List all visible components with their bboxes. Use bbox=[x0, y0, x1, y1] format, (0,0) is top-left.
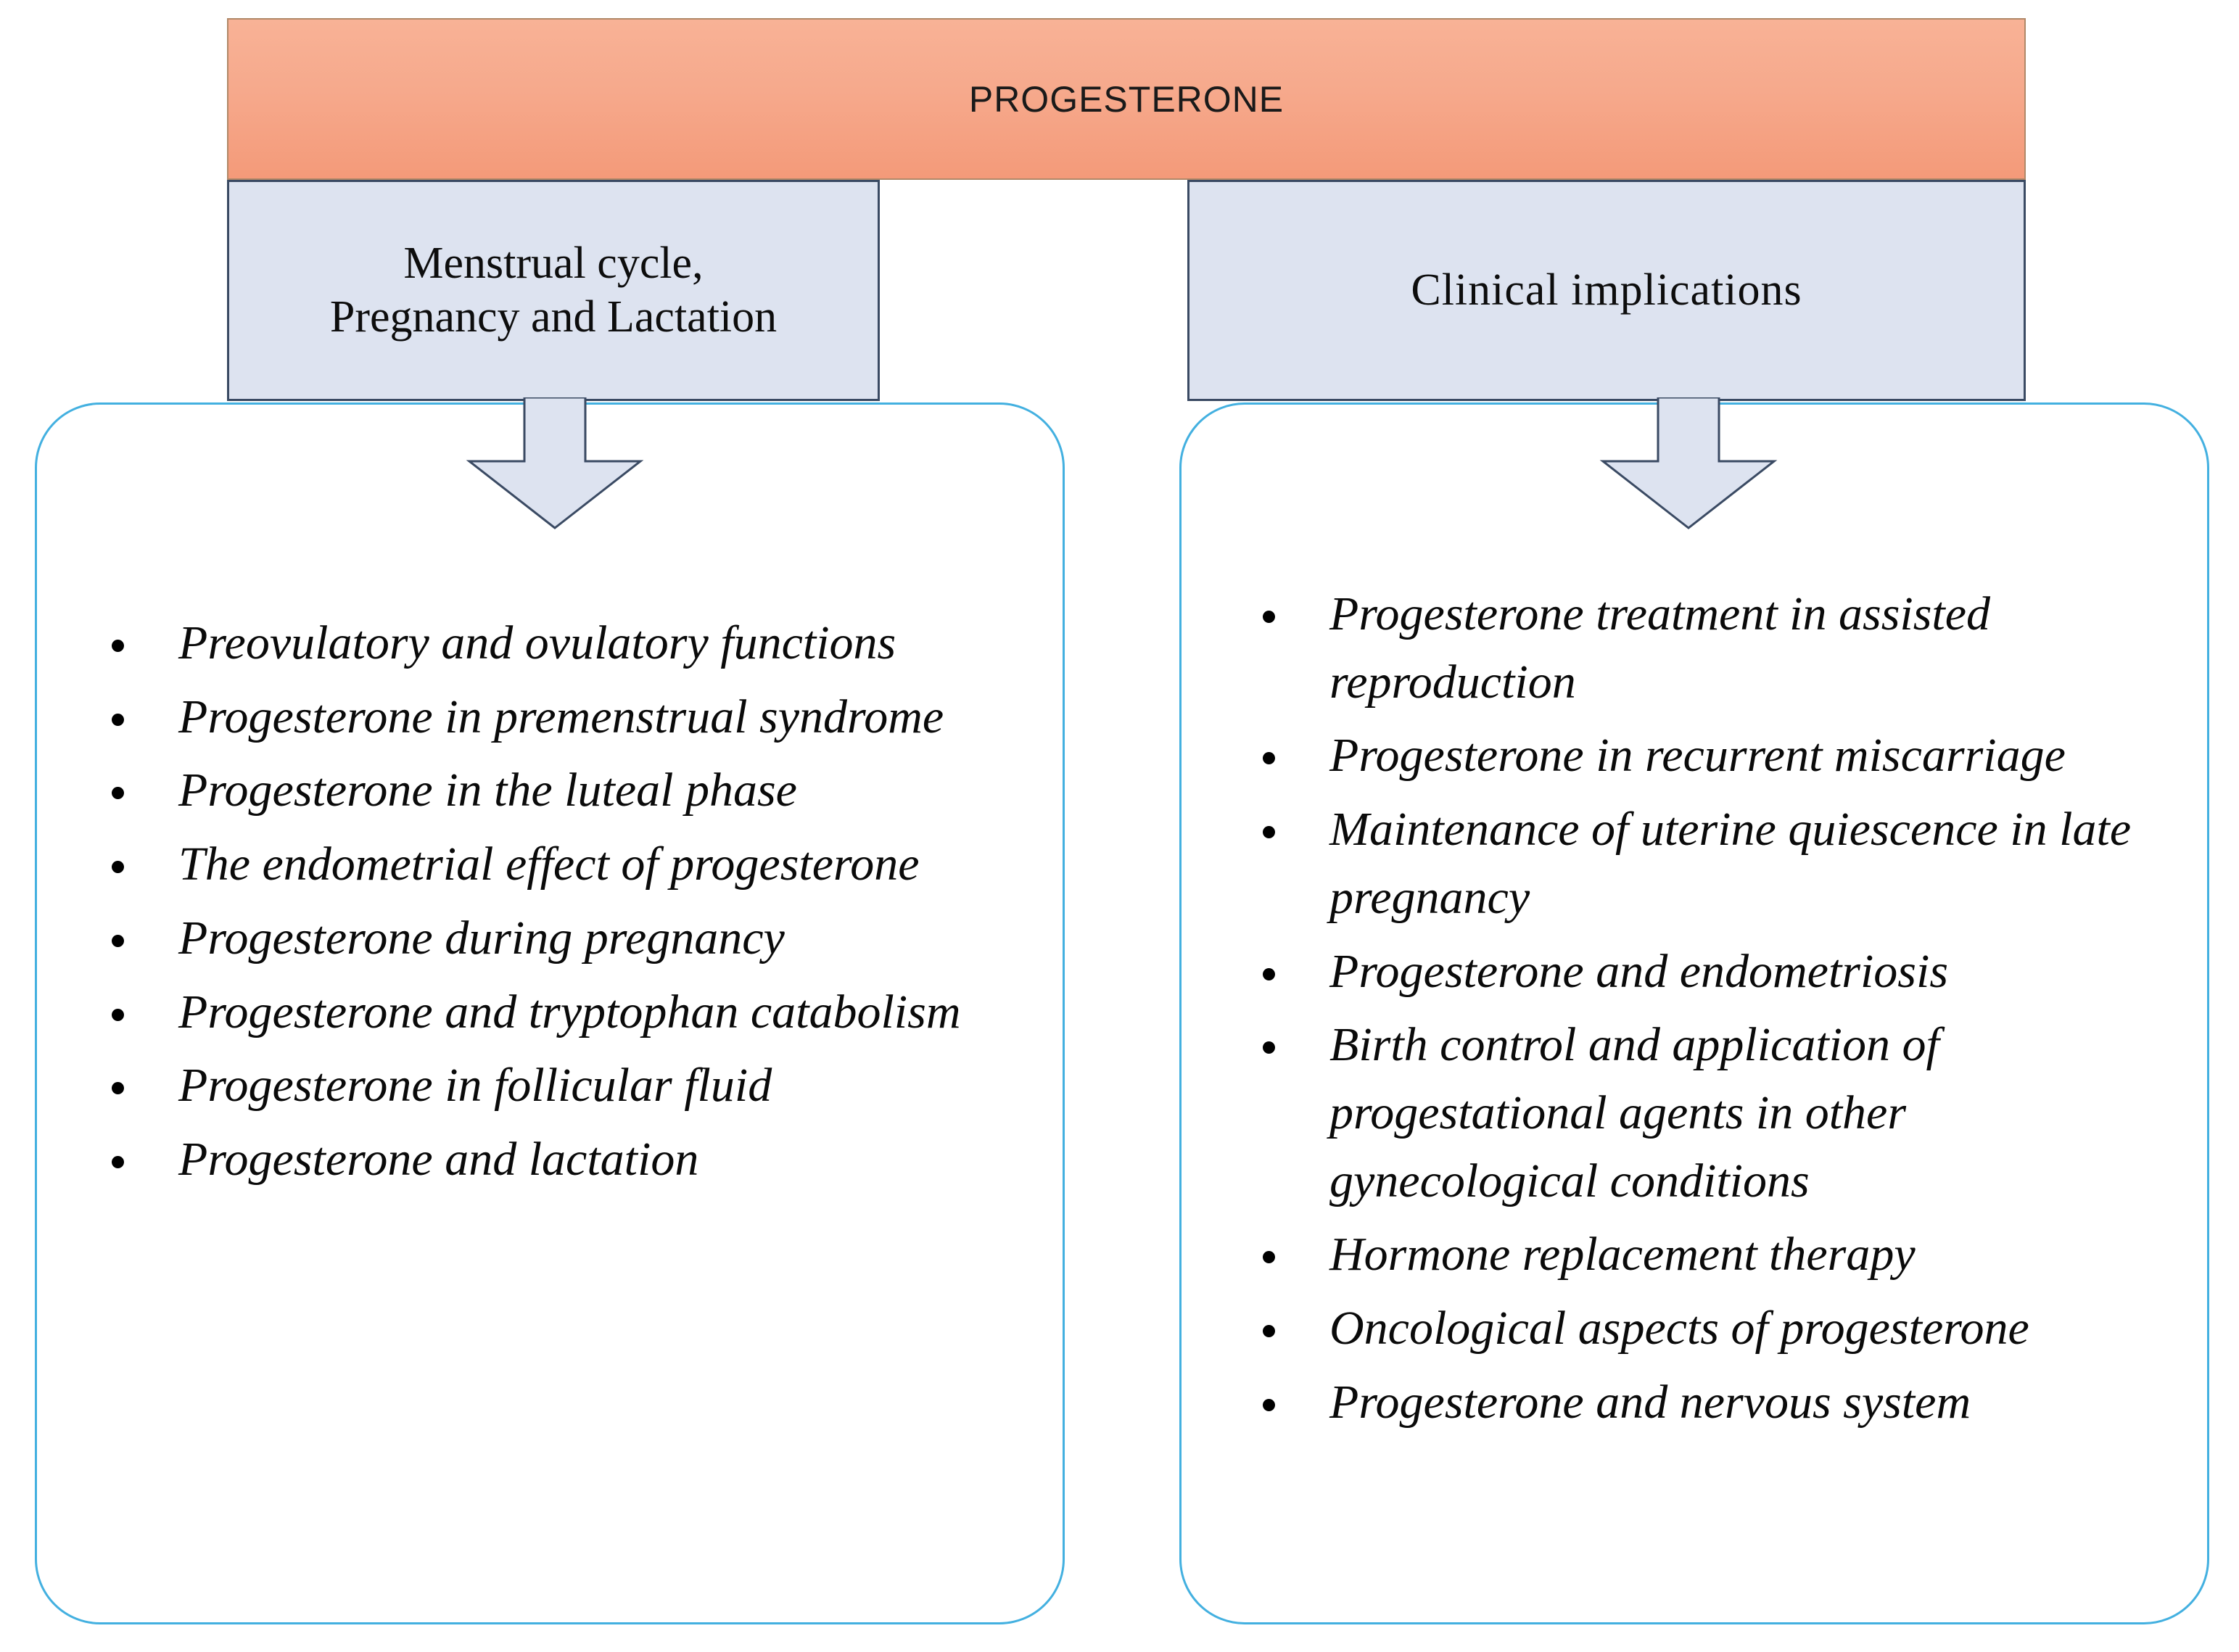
list-item: Progesterone treatment in assisted repro… bbox=[1258, 580, 2172, 716]
list-item: Maintenance of uterine quiescence in lat… bbox=[1258, 796, 2172, 931]
list-item: Progesterone and nervous system bbox=[1258, 1368, 2172, 1437]
category-box-menstrual-cycle: Menstrual cycle, Pregnancy and Lactation bbox=[227, 180, 880, 401]
list-item: Progesterone in the luteal phase bbox=[107, 756, 999, 825]
list-item: Birth control and application of progest… bbox=[1258, 1011, 2172, 1215]
content-panel-left bbox=[35, 402, 1065, 1624]
down-arrow-icon-left bbox=[466, 397, 644, 529]
list-item: Progesterone in recurrent miscarriage bbox=[1258, 722, 2172, 790]
list-item: Progesterone during pregnancy bbox=[107, 904, 999, 972]
list-item: Progesterone and endometriosis bbox=[1258, 938, 2172, 1006]
bullet-list-menstrual-cycle: Preovulatory and ovulatory functions Pro… bbox=[107, 609, 999, 1199]
down-arrow-icon-right bbox=[1599, 397, 1778, 529]
list-item: Oncological aspects of progesterone bbox=[1258, 1294, 2172, 1363]
category-label-clinical-implications: Clinical implications bbox=[1411, 265, 1802, 315]
list-item: Progesterone and tryptophan catabolism bbox=[107, 978, 999, 1046]
content-panel-right bbox=[1179, 402, 2209, 1624]
list-item: Progesterone in follicular fluid bbox=[107, 1052, 999, 1120]
bullet-list-clinical-implications: Progesterone treatment in assisted repro… bbox=[1258, 580, 2172, 1442]
list-item: The endometrial effect of progesterone bbox=[107, 830, 999, 899]
category-label-menstrual-cycle: Menstrual cycle, Pregnancy and Lactation bbox=[329, 239, 778, 342]
list-item: Progesterone and lactation bbox=[107, 1126, 999, 1194]
list-item: Preovulatory and ovulatory functions bbox=[107, 609, 999, 677]
category-box-clinical-implications: Clinical implications bbox=[1187, 180, 2026, 401]
list-item: Hormone replacement therapy bbox=[1258, 1221, 2172, 1289]
list-item: Progesterone in premenstrual syndrome bbox=[107, 683, 999, 751]
progesterone-banner: PROGESTERONE bbox=[227, 18, 2026, 180]
banner-title: PROGESTERONE bbox=[968, 78, 1285, 120]
